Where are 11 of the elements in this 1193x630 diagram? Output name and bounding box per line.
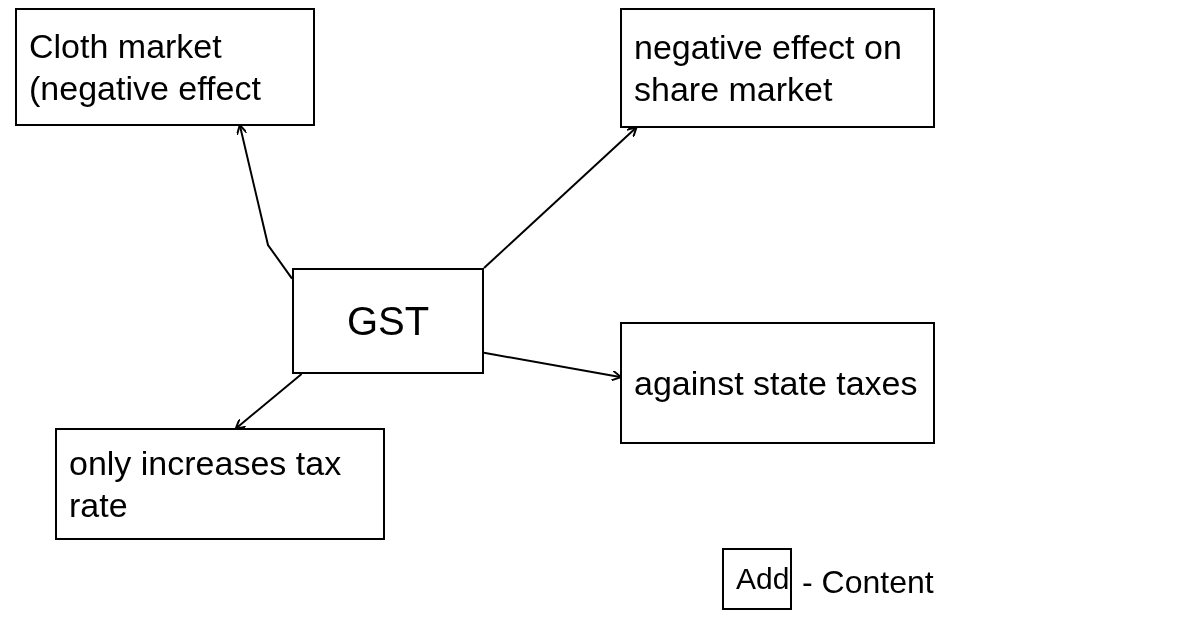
arrow (234, 373, 303, 430)
text-box: against state taxes (620, 322, 935, 444)
text-box: negative effect on share market (620, 8, 935, 128)
arrow (483, 126, 638, 269)
arrow (235, 124, 293, 280)
text-box: Cloth market (negative effect (15, 8, 315, 126)
side-note: - Content (802, 563, 934, 602)
text-box: GST (292, 268, 484, 374)
text-box: Add (722, 548, 792, 610)
text-box: only increases tax rate (55, 428, 385, 540)
arrow (483, 351, 622, 382)
